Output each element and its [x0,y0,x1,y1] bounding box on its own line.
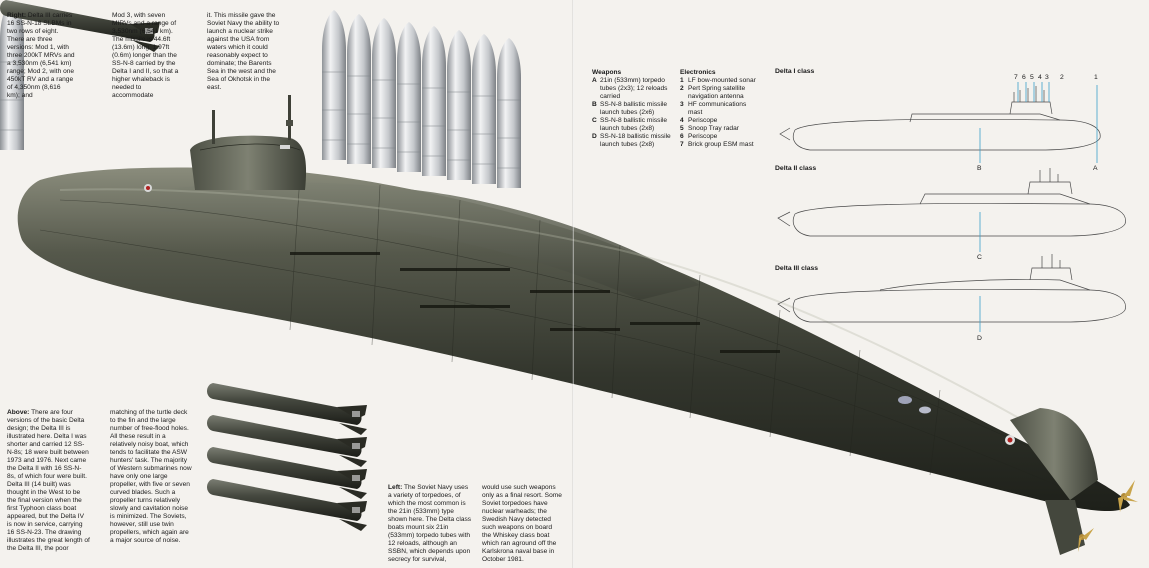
delta-i-title: Delta I class [775,68,815,75]
delta-ii-profile [777,168,1126,237]
caption-above-col1: Above: There are four versions of the ba… [7,409,90,553]
delta-i-profile [779,86,1101,151]
caption-right-col2: Mod 3, with seven MIRVs and a range of 3… [112,12,180,100]
stern-rudder [1010,408,1138,555]
callout-lines [979,82,1098,332]
callout-num: 2 [1060,74,1064,81]
caption-left-col2: would use such weapons only as a final r… [482,484,562,564]
weapons-title: Weapons [592,69,622,76]
page-fold [572,0,574,568]
delta-iii-title: Delta III class [775,265,819,272]
caption-right-text3: it. This missile gave the Soviet Navy th… [207,12,280,91]
callout-num: 7 [1014,74,1018,81]
caption-above-lead: Above: [7,409,30,416]
caption-right-col3: it. This missile gave the Soviet Navy th… [207,12,285,92]
callout-letter: A [1093,165,1098,172]
callout-letter: D [977,335,982,342]
caption-above-text2: matching of the turtle deck to the fin a… [110,409,192,544]
caption-right-text2: Mod 3, with seven MIRVs and a range of 3… [112,12,179,99]
caption-left-text1: The Soviet Navy uses a variety of torped… [388,484,472,563]
callout-num: 6 [1022,74,1026,81]
caption-right-col1: Right: Delta III carries 16 SS-N-18 SLBM… [7,12,75,100]
delta-ii-title: Delta II class [775,165,817,172]
callout-letter: C [977,254,982,261]
torpedoes [0,0,367,531]
callout-letter: B [977,165,982,172]
class-profiles [777,86,1126,323]
caption-right-text1: Delta III carries 16 SS-N-18 SLBMs in tw… [7,12,75,99]
caption-above-text1: There are four versions of the basic Del… [7,409,90,552]
ss-n-18-missiles [0,0,522,189]
caption-left-col1: Left: The Soviet Navy uses a variety of … [388,484,472,564]
sail-fin [190,95,307,190]
callout-num: 3 [1045,74,1049,81]
callout-num: 5 [1030,74,1034,81]
caption-left-text2: would use such weapons only as a final r… [482,484,562,563]
electronics-title: Electronics [680,69,716,76]
callout-num: 1 [1094,74,1098,81]
delta-iii-profile [777,254,1126,323]
caption-right-lead: Right: [7,12,27,19]
caption-above-col2: matching of the turtle deck to the fin a… [110,409,192,545]
caption-left-lead: Left: [388,484,403,491]
callout-num: 4 [1038,74,1042,81]
